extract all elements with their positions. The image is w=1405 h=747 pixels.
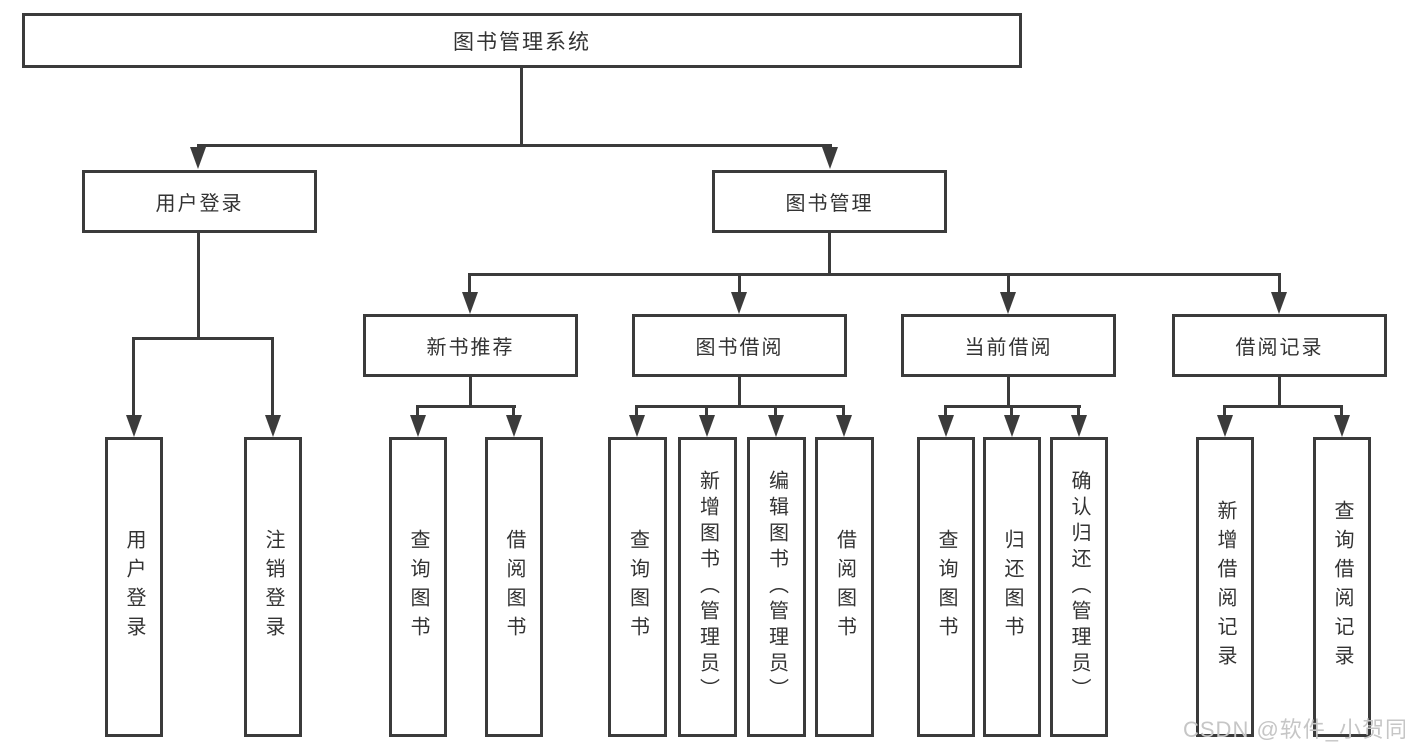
leaf-label: 查询借阅记录 [1331,500,1353,674]
drop-line [468,273,471,295]
csdn-watermark: CSDN @软件_小贺同学 [1183,717,1405,742]
arrowhead [699,415,715,437]
leaf-label: 借阅图书 [833,529,856,645]
node-book-management: 图书管理 [712,170,947,233]
arrowhead [1004,415,1020,437]
node-leaf-add-borrow-record: 新增借阅记录 [1196,437,1254,737]
node-leaf-query-borrow-record: 查询借阅记录 [1313,437,1371,737]
leaf-label: 归还图书 [1001,529,1023,645]
leaf-label: 新增图书（管理员） [696,470,719,704]
branch-bar [1223,405,1343,408]
leaf-label: 借阅图书 [503,529,525,645]
arrowhead [938,415,954,437]
arrowhead [1071,415,1087,437]
arrowhead [1334,415,1350,437]
drop-line [271,337,274,419]
drop-line [132,337,135,419]
drop-line [512,405,515,419]
leaf-label: 编辑图书（管理员） [765,470,788,704]
arrowhead [1000,292,1016,314]
drop-line [1340,405,1343,419]
node-leaf-borrow-books: 借阅图书 [815,437,874,737]
stem-line [520,68,523,147]
branch-bar [197,144,832,147]
stem-line [1278,377,1281,408]
branch-bar [469,273,1281,276]
arrowhead [462,292,478,314]
drop-line [1223,405,1226,419]
node-new-book-recommendation: 新书推荐 [363,314,578,377]
leaf-label: 确认归还（管理员） [1068,470,1090,704]
drop-line [1077,405,1080,419]
node-leaf-query-books-current: 查询图书 [917,437,975,737]
node-book-borrowing: 图书借阅 [632,314,847,377]
arrowhead [731,292,747,314]
arrowhead [265,415,281,437]
node-leaf-add-books-admin: 新增图书（管理员） [678,437,737,737]
drop-line [635,405,638,419]
branch-bar [416,405,516,408]
branch-bar [635,405,845,408]
node-leaf-user-login: 用户登录 [105,437,163,737]
stem-line [197,233,200,340]
leaf-label: 注销登录 [262,529,284,645]
leaf-label: 新增借阅记录 [1214,500,1236,674]
node-user-login: 用户登录 [82,170,317,233]
node-leaf-query-books-borrowing: 查询图书 [608,437,667,737]
arrowhead [190,147,206,169]
leaf-label: 查询图书 [407,529,429,645]
arrowhead [126,415,142,437]
drop-line [705,405,708,419]
stem-line [828,233,831,276]
drop-line [842,405,845,419]
stem-line [738,377,741,408]
arrowhead [836,415,852,437]
node-leaf-confirm-return-admin: 确认归还（管理员） [1050,437,1108,737]
node-current-borrowing: 当前借阅 [901,314,1116,377]
arrowhead [822,147,838,169]
node-leaf-return-books: 归还图书 [983,437,1041,737]
node-borrowing-records: 借阅记录 [1172,314,1387,377]
drop-line [1278,273,1281,295]
arrowhead [768,415,784,437]
leaf-label: 查询图书 [935,529,957,645]
drop-line [416,405,419,419]
drop-line [774,405,777,419]
drop-line [944,405,947,419]
node-leaf-borrow-books-recommend: 借阅图书 [485,437,543,737]
node-leaf-edit-books-admin: 编辑图书（管理员） [747,437,806,737]
arrowhead [1217,415,1233,437]
branch-bar [132,337,274,340]
node-leaf-logout: 注销登录 [244,437,302,737]
node-leaf-query-books-recommend: 查询图书 [389,437,447,737]
arrowhead [410,415,426,437]
stem-line [1007,377,1010,408]
arrowhead [506,415,522,437]
node-library-management-system: 图书管理系统 [22,13,1022,68]
stem-line [469,377,472,408]
drop-line [738,273,741,295]
drop-line [1007,273,1010,295]
drop-line [1010,405,1013,419]
leaf-label: 查询图书 [626,529,649,645]
arrowhead [629,415,645,437]
arrowhead [1271,292,1287,314]
leaf-label: 用户登录 [123,529,145,645]
